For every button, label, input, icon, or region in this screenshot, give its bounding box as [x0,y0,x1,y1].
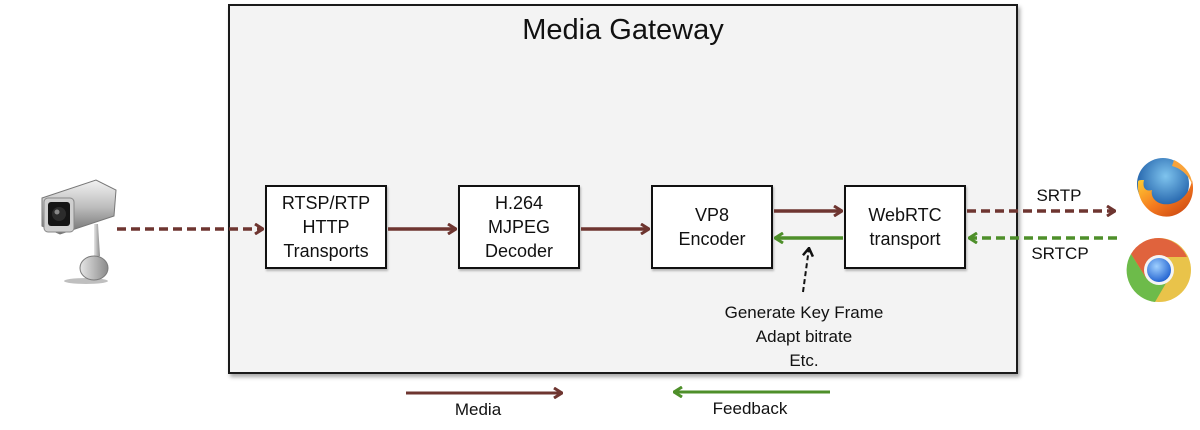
encoder-line: VP8 [694,205,729,225]
annotation-pointer-arrow [803,248,809,293]
webrtc-line: WebRTC [868,205,942,225]
transports-line: Transports [283,241,369,261]
decoder-line: Decoder [484,241,554,261]
srtcp-label: SRTCP [1031,244,1089,263]
chrome-browser-icon [1126,237,1191,302]
annotation-line: Etc. [789,351,819,370]
transports-line: RTSP/RTP [281,193,371,213]
annotation-text: Generate Key Frame Adapt bitrate Etc. [690,301,918,373]
security-camera-icon [41,179,117,284]
transports-block: RTSP/RTP HTTP Transports [265,185,387,269]
decoder-line: MJPEG [487,217,550,237]
encoder-block: VP8 Encoder [651,185,773,269]
transports-line: HTTP [302,217,350,237]
firefox-browser-icon [1137,158,1194,217]
decoder-line: H.264 [494,193,544,213]
legend-media-label: Media [454,400,502,419]
legend-feedback-label: Feedback [712,399,788,418]
encoder-line: Encoder [678,229,746,249]
webrtc-block: WebRTC transport [844,185,966,269]
annotation-line: Generate Key Frame [724,303,884,322]
webrtc-line: transport [869,229,941,249]
srtp-label: SRTP [1036,186,1082,205]
gateway-title: Media Gateway [522,14,724,46]
annotation-line: Adapt bitrate [755,327,853,346]
decoder-block: H.264 MJPEG Decoder [458,185,580,269]
